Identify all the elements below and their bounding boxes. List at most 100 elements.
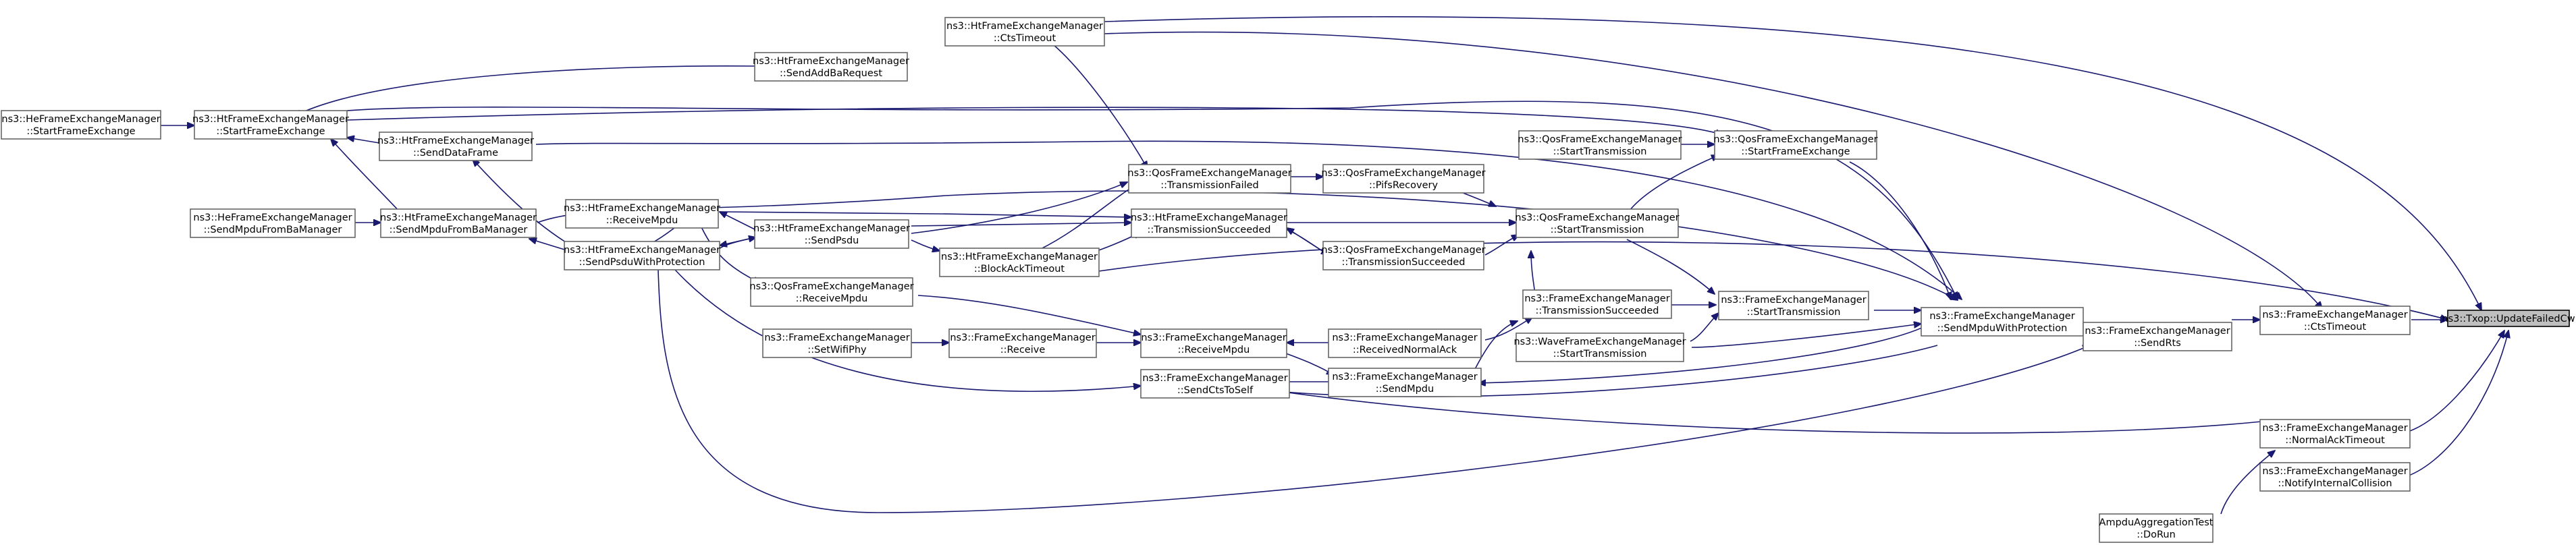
- svg-text:::StartFrameExchange: ::StartFrameExchange: [1741, 146, 1850, 157]
- node-fem-send-mpdu[interactable]: ns3::FrameExchangeManager ::SendMpdu: [1328, 368, 1482, 397]
- edge-txfailed-from-htpsdu: [911, 182, 1127, 234]
- edge-collision-to-txop: [2403, 330, 2508, 478]
- node-ht-cts-timeout[interactable]: ns3::HtFrameExchangeManager ::CtsTimeout: [944, 17, 1105, 47]
- svg-text:::StartFrameExchange: ::StartFrameExchange: [216, 126, 325, 137]
- edge-sendmpdu-from-femrecvmpdu: [1282, 351, 1334, 375]
- svg-text:::StartTransmission: ::StartTransmission: [1553, 349, 1647, 359]
- nodes: ns3::HeFrameExchangeManager ::StartFrame…: [1, 17, 2575, 543]
- svg-text:ns3::QosFrameExchangeManager: ns3::QosFrameExchangeManager: [749, 281, 913, 292]
- svg-text:::CtsTimeout: ::CtsTimeout: [2304, 322, 2367, 333]
- node-qos-receive-mpdu[interactable]: ns3::QosFrameExchangeManager ::ReceiveMp…: [749, 277, 914, 307]
- svg-text:::SetWifiPhy: ::SetWifiPhy: [807, 345, 867, 355]
- node-fem-cts-timeout[interactable]: ns3::FrameExchangeManager ::CtsTimeout: [2259, 306, 2411, 335]
- svg-text:ns3::HtFrameExchangeManager: ns3::HtFrameExchangeManager: [192, 114, 349, 125]
- svg-text:ns3::QosFrameExchangeManager: ns3::QosFrameExchangeManager: [1321, 168, 1485, 179]
- node-qos-transmission-succeeded[interactable]: ns3::QosFrameExchangeManager ::Transmiss…: [1321, 241, 1486, 270]
- svg-text:ns3::Txop::UpdateFailedCw: ns3::Txop::UpdateFailedCw: [2442, 314, 2575, 324]
- node-qos-start-transmission[interactable]: ns3::QosFrameExchangeManager ::StartTran…: [1515, 208, 1680, 238]
- edge-qostxsucc-to-qosstarttx: [1484, 235, 1519, 256]
- svg-text:::SendMpduFromBaManager: ::SendMpduFromBaManager: [204, 225, 342, 235]
- svg-text:ns3::HeFrameExchangeManager: ns3::HeFrameExchangeManager: [193, 212, 352, 223]
- svg-text:ns3::FrameExchangeManager: ns3::FrameExchangeManager: [1524, 293, 1669, 304]
- svg-text:::ReceiveMpdu: ::ReceiveMpdu: [606, 215, 678, 226]
- edge-femtxsucc-to-qostxsucc: [1531, 251, 1536, 295]
- node-ht-transmission-succeeded[interactable]: ns3::HtFrameExchangeManager ::Transmissi…: [1131, 208, 1287, 238]
- edge-blockack-to-txop: [1098, 241, 2448, 320]
- svg-text:ns3::FrameExchangeManager: ns3::FrameExchangeManager: [1142, 373, 1287, 384]
- svg-text:ns3::FrameExchangeManager: ns3::FrameExchangeManager: [2262, 466, 2407, 477]
- node-fem-transmission-succeeded[interactable]: ns3::FrameExchangeManager ::Transmission…: [1522, 289, 1672, 319]
- node-ht-send-mpdu-from-ba-manager[interactable]: ns3::HtFrameExchangeManager ::SendMpduFr…: [380, 208, 537, 238]
- node-qos-transmission-failed[interactable]: ns3::QosFrameExchangeManager ::Transmiss…: [1127, 164, 1292, 194]
- node-fem-received-normal-ack[interactable]: ns3::FrameExchangeManager ::ReceivedNorm…: [1328, 328, 1482, 358]
- node-he-start-frame-exchange[interactable]: ns3::HeFrameExchangeManager ::StartFrame…: [1, 110, 161, 140]
- svg-text:ns3::FrameExchangeManager: ns3::FrameExchangeManager: [1332, 333, 1477, 343]
- svg-text:::DoRun: ::DoRun: [2137, 529, 2176, 540]
- svg-text:::BlockAckTimeout: ::BlockAckTimeout: [974, 264, 1065, 275]
- node-fem-receive-mpdu[interactable]: ns3::FrameExchangeManager ::ReceiveMpdu: [1140, 328, 1287, 358]
- edge-htpsduprot-to-rts: [658, 269, 2090, 513]
- svg-text:::SendCtsToSelf: ::SendCtsToSelf: [1177, 385, 1254, 396]
- svg-text:::CtsTimeout: ::CtsTimeout: [994, 33, 1056, 44]
- svg-text:ns3::HtFrameExchangeManager: ns3::HtFrameExchangeManager: [377, 136, 534, 146]
- svg-text:::Receive: ::Receive: [1000, 345, 1046, 355]
- svg-text:ns3::FrameExchangeManager: ns3::FrameExchangeManager: [1332, 372, 1477, 382]
- node-wave-start-transmission[interactable]: ns3::WaveFrameExchangeManager ::StartTra…: [1513, 333, 1686, 362]
- svg-text:ns3::QosFrameExchangeManager: ns3::QosFrameExchangeManager: [1713, 134, 1877, 145]
- node-ht-send-addba-request[interactable]: ns3::HtFrameExchangeManager ::SendAddBaR…: [753, 52, 909, 82]
- edge-wave-to-femstarttx: [1690, 313, 1719, 342]
- node-qos-start-transmission-left[interactable]: ns3::QosFrameExchangeManager ::StartTran…: [1518, 130, 1682, 160]
- svg-text:::SendDataFrame: ::SendDataFrame: [413, 148, 498, 159]
- node-ht-block-ack-timeout[interactable]: ns3::HtFrameExchangeManager ::BlockAckTi…: [939, 248, 1100, 277]
- node-fem-normal-ack-timeout[interactable]: ns3::FrameExchangeManager ::NormalAckTim…: [2259, 419, 2411, 449]
- node-fem-send-cts-to-self[interactable]: ns3::FrameExchangeManager ::SendCtsToSel…: [1140, 369, 1290, 399]
- node-ht-start-frame-exchange[interactable]: ns3::HtFrameExchangeManager ::StartFrame…: [192, 110, 349, 140]
- node-fem-start-transmission[interactable]: ns3::FrameExchangeManager ::StartTransmi…: [1718, 291, 1869, 320]
- svg-text:ns3::HtFrameExchangeManager: ns3::HtFrameExchangeManager: [1131, 212, 1287, 223]
- edge-htsucc-from-htpsdu: [911, 223, 1131, 227]
- svg-text:ns3::HtFrameExchangeManager: ns3::HtFrameExchangeManager: [946, 21, 1103, 32]
- svg-text:::SendPsduWithProtection: ::SendPsduWithProtection: [579, 257, 705, 268]
- edge-blockack-from-htpsdu: [911, 239, 940, 251]
- node-ht-receive-mpdu[interactable]: ns3::HtFrameExchangeManager ::ReceiveMpd…: [564, 199, 720, 229]
- svg-text:::PifsRecovery: ::PifsRecovery: [1369, 180, 1439, 191]
- edge-qosfe-to-mpduprot: [1849, 161, 1951, 299]
- svg-text:ns3::FrameExchangeManager: ns3::FrameExchangeManager: [2085, 326, 2230, 337]
- svg-text:::ReceivedNormalAck: ::ReceivedNormalAck: [1353, 345, 1457, 355]
- svg-text:ns3::FrameExchangeManager: ns3::FrameExchangeManager: [1141, 333, 1286, 343]
- svg-text:ns3::HtFrameExchangeManager: ns3::HtFrameExchangeManager: [380, 212, 537, 223]
- node-ht-send-psdu-with-protection[interactable]: ns3::HtFrameExchangeManager ::SendPsduWi…: [564, 241, 720, 270]
- edge-htstart-from-mpduba: [331, 139, 403, 215]
- node-ampdu-aggregation-test[interactable]: AmpduAggregationTest ::DoRun: [2099, 513, 2213, 543]
- node-fem-send-rts[interactable]: ns3::FrameExchangeManager ::SendRts: [2083, 322, 2232, 351]
- node-ht-send-data-frame[interactable]: ns3::HtFrameExchangeManager ::SendDataFr…: [377, 132, 534, 161]
- svg-text:::SendPsdu: ::SendPsdu: [805, 235, 859, 246]
- svg-text:::NormalAckTimeout: ::NormalAckTimeout: [2285, 435, 2385, 446]
- svg-text:::TransmissionFailed: ::TransmissionFailed: [1160, 180, 1259, 191]
- svg-text:ns3::FrameExchangeManager: ns3::FrameExchangeManager: [950, 333, 1095, 343]
- edge-htsucc-from-htrecvmpdu: [719, 211, 1131, 217]
- svg-text:::StartTransmission: ::StartTransmission: [1553, 146, 1647, 157]
- edge-wave-to-mpduprot: [1691, 324, 1921, 348]
- node-fem-notify-internal-collision[interactable]: ns3::FrameExchangeManager ::NotifyIntern…: [2259, 462, 2411, 492]
- svg-text:ns3::QosFrameExchangeManager: ns3::QosFrameExchangeManager: [1127, 168, 1291, 179]
- node-qos-start-frame-exchange[interactable]: ns3::QosFrameExchangeManager ::StartFram…: [1713, 130, 1878, 160]
- node-fem-receive[interactable]: ns3::FrameExchangeManager ::Receive: [948, 328, 1097, 358]
- svg-text:::TransmissionSucceeded: ::TransmissionSucceeded: [1536, 306, 1659, 316]
- node-qos-pifs-recovery[interactable]: ns3::QosFrameExchangeManager ::PifsRecov…: [1321, 164, 1486, 194]
- svg-text:::ReceiveMpdu: ::ReceiveMpdu: [1178, 345, 1250, 355]
- svg-text:::SendMpduFromBaManager: ::SendMpduFromBaManager: [390, 225, 528, 235]
- node-fem-set-wifi-phy[interactable]: ns3::FrameExchangeManager ::SetWifiPhy: [762, 328, 912, 358]
- node-he-send-mpdu-from-ba-manager[interactable]: ns3::HeFrameExchangeManager ::SendMpduFr…: [190, 208, 356, 238]
- svg-text:ns3::QosFrameExchangeManager: ns3::QosFrameExchangeManager: [1518, 134, 1682, 145]
- node-txop-update-failed-cw[interactable]: ns3::Txop::UpdateFailedCw: [2442, 310, 2575, 327]
- edge-femrecvmpdu-from-qosrecv: [917, 295, 1141, 335]
- svg-text:AmpduAggregationTest: AmpduAggregationTest: [2099, 517, 2213, 528]
- node-fem-send-mpdu-with-protection[interactable]: ns3::FrameExchangeManager ::SendMpduWith…: [1921, 307, 2084, 337]
- svg-text:ns3::FrameExchangeManager: ns3::FrameExchangeManager: [764, 333, 909, 343]
- svg-text:::TransmissionSucceeded: ::TransmissionSucceeded: [1342, 257, 1466, 268]
- edge-htpsduprot-to-ctstoself: [674, 269, 1141, 392]
- edge-ampdu-to-ackto: [2220, 451, 2275, 515]
- node-ht-send-psdu[interactable]: ns3::HtFrameExchangeManager ::SendPsdu: [753, 219, 910, 249]
- svg-text:::TransmissionSucceeded: ::TransmissionSucceeded: [1148, 225, 1271, 235]
